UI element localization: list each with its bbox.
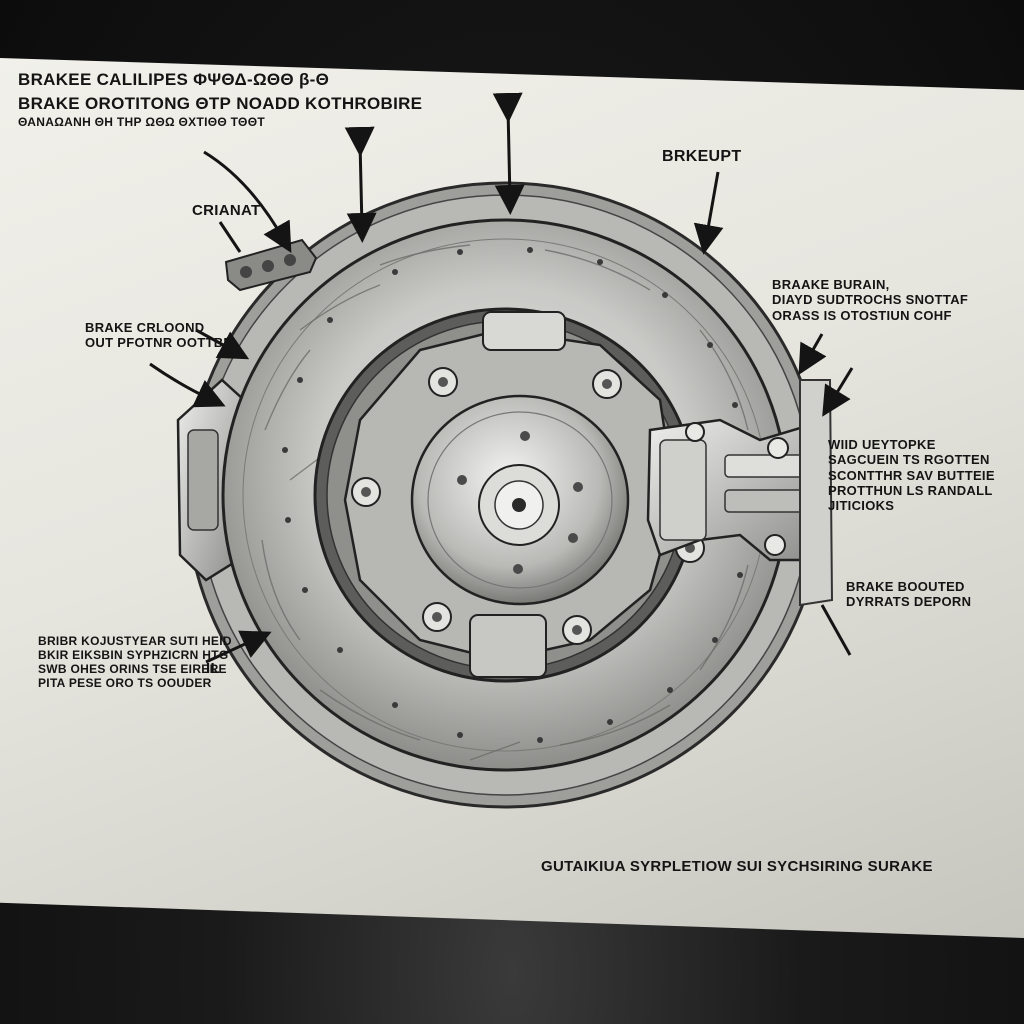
label-line: BRAAKE BURAIN, (772, 277, 890, 292)
label-line: JITICIOKS (828, 498, 895, 514)
label-brake-boouted: BRAKE BOOUTED DYRRATS DEPORN (846, 579, 971, 610)
arrow-top-left (344, 126, 377, 243)
label-brake-crlound: BRAKE CRLOOND OUT PFOTNR OOTTBB (85, 320, 233, 351)
label-line: BRIBR KOJUSTYEAR SUTI HEID (38, 634, 232, 648)
sensor-connector (224, 238, 318, 292)
label-line: DIAYD SUDTROCHS SNOTTAF (772, 292, 969, 308)
lug-holes (457, 431, 583, 574)
label-line: SAGCUEIN TS RGOTTEN (828, 452, 990, 468)
arrow-brake-burain (798, 333, 827, 376)
rotor-slots (261, 244, 749, 761)
label-line: SWB OHES ORINS TSE EIRERE (38, 662, 227, 677)
right-caliper-bracket (646, 379, 834, 607)
label-crianat: CRIANAT (192, 202, 261, 219)
label-brake-burain: BRAAKE BURAIN, DIAYD SUDTROCHS SNOTTAF O… (772, 277, 968, 323)
callout-arrows (149, 92, 854, 664)
arrow-brake-crlound-1 (195, 328, 250, 360)
label-line: SCONTTHR SAV BUTTEIE (828, 467, 995, 483)
label-brkeupt: BRKEUPT (662, 148, 742, 165)
label-line: WIID UEYTOPKE (828, 437, 936, 452)
label-wid: WIID UEYTOPKE SAGCUEIN TS RGOTTEN SCONTT… (828, 437, 995, 514)
top-mount-tab (482, 311, 566, 351)
line-crianat (218, 221, 242, 253)
header-subtitle: BRAKE OROTITONG ΘΤΡ NOADD KOTHROBIRE (18, 94, 423, 113)
header-title: BRAKEE CALILIPES ΦΨΘΔ-ΩΘΘ β-Θ (18, 70, 330, 89)
arrow-brake-crlound-2 (149, 362, 226, 408)
header-description: ΘΑΝΑΩΑΝΗ ΘΗ ΤΗΡ ΩΘΩ ΘΧΤΙΘΘ ΤΘΘΤ (18, 115, 265, 129)
arrow-top-center (492, 92, 525, 215)
arrow-brkeupt (693, 171, 724, 255)
label-bribr: BRIBR KOJUSTYEAR SUTI HEID BKIR EIKSBIN … (38, 634, 232, 691)
label-line: PITA PESE ORO TS OOUDER (38, 676, 212, 691)
label-il: IL (206, 660, 220, 677)
label-line: BRAKE BOOUTED (846, 579, 965, 594)
wheel-hub-assembly (343, 311, 705, 678)
label-line: DYRRATS DEPORN (846, 594, 972, 610)
rotor-drill-holes (282, 247, 743, 743)
bottom-mount-tab (469, 614, 547, 678)
arrow-right-upper (822, 367, 854, 417)
diagram-caption: GUTAIKIUA SYRPLETIOW SUI SYCHSIRING SURA… (541, 858, 933, 875)
label-line: BRAKE CRLOOND (85, 320, 205, 335)
label-line: ORASS IS OTOSTIUN COHF (772, 307, 952, 323)
line-brake-boouted (820, 604, 852, 656)
label-line: PROTTHUN LS RANDALL (828, 482, 993, 498)
arrow-il (205, 630, 272, 664)
arrow-crianat (203, 150, 292, 254)
label-line: OUT PFOTNR OOTTBB (85, 335, 234, 351)
label-line: BKIR EIKSBIN SYPHZICRN HTG (38, 648, 229, 663)
